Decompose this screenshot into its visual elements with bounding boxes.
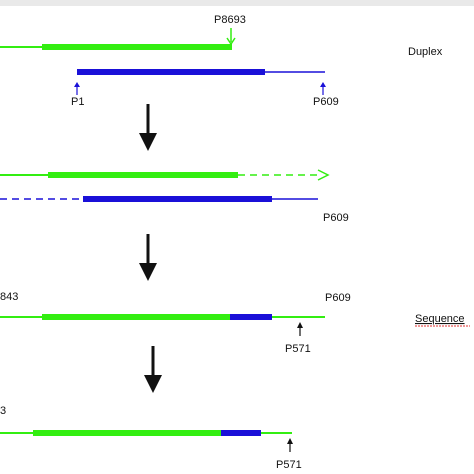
stage-sequence: 843 P609 P571 Sequence [0, 291, 470, 355]
primer-p571b-arrowhead [287, 438, 293, 444]
primer-p1-arrowhead [74, 82, 80, 87]
label-p843-a: 843 [0, 291, 18, 303]
label-p609-b: P609 [323, 212, 349, 224]
strand-green-extension-arrowhead [317, 169, 330, 181]
primer-p571a-arrowhead [297, 322, 303, 328]
strand-green-thick-2 [48, 172, 238, 178]
strand-green-thick [42, 44, 232, 50]
label-p1: P1 [71, 96, 84, 108]
strand-blue-segment-4 [221, 430, 261, 436]
stage-extension: P609 [0, 169, 349, 224]
stage-duplex: P8693 P1 P609 Duplex [0, 14, 443, 108]
label-p843-b: 3 [0, 405, 6, 417]
primer-p609a-arrowhead [320, 82, 326, 87]
strand-blue-thick [77, 69, 265, 75]
strand-blue-thick-2 [83, 196, 272, 202]
label-p609-c: P609 [325, 292, 351, 304]
strand-green-thick-3 [42, 314, 230, 320]
primer-p8693-arrowhead [226, 37, 236, 46]
label-p571-b: P571 [276, 459, 302, 471]
label-p8693: P8693 [214, 14, 246, 26]
top-toolbar-strip [0, 0, 474, 6]
strand-blue-segment-3 [230, 314, 272, 320]
label-duplex: Duplex [408, 46, 443, 58]
label-p571-a: P571 [285, 343, 311, 355]
label-sequence: Sequence [415, 313, 465, 325]
strand-green-thick-4 [33, 430, 221, 436]
stage-final: 3 P571 [0, 405, 302, 471]
label-p609-a: P609 [313, 96, 339, 108]
